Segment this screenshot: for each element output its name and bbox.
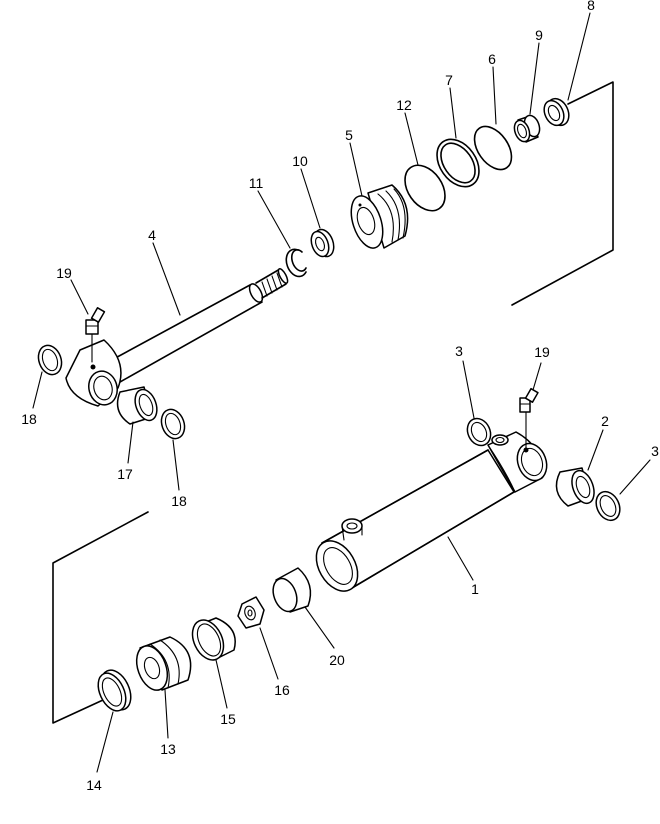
dust-seal-8 (543, 97, 570, 127)
ring-part-10 (310, 228, 335, 258)
grease-fitting-rod-end (85, 307, 106, 363)
callout-20: 20 (329, 652, 345, 668)
grease-fitting-cylinder (519, 387, 539, 451)
callout-3: 3 (455, 343, 463, 359)
callout-12: 12 (396, 97, 412, 113)
seal-18-lower (160, 408, 186, 440)
bracket-line-lower (52, 511, 149, 724)
bushing-2 (555, 467, 595, 507)
o-ring-6 (473, 125, 513, 171)
spacer-20 (272, 567, 312, 613)
callout-7: 7 (445, 72, 453, 88)
callout-8: 8 (587, 0, 595, 13)
callout-19: 19 (56, 265, 72, 281)
seal-3-lower (595, 490, 621, 522)
bracket-line-upper (511, 81, 614, 306)
piston-rod (65, 268, 289, 407)
bushing-9 (513, 114, 541, 143)
callout-15: 15 (220, 711, 236, 727)
o-ring-12 (404, 164, 446, 212)
wear-ring-15 (191, 617, 236, 661)
seal-3-upper (466, 417, 492, 447)
callout-3: 3 (651, 443, 659, 459)
piston-13 (135, 636, 192, 691)
callout-6: 6 (488, 51, 496, 67)
callout-13: 13 (160, 741, 176, 757)
snap-ring (285, 248, 307, 278)
leader-lines (32, 12, 651, 773)
nut-16 (237, 596, 265, 629)
callout-4: 4 (148, 227, 156, 243)
seal-18-upper (37, 344, 63, 376)
callout-16: 16 (274, 682, 290, 698)
callout-9: 9 (535, 27, 543, 43)
bushing-17 (116, 386, 158, 425)
callout-19: 19 (534, 344, 550, 360)
callout-2: 2 (601, 413, 609, 429)
callout-17: 17 (117, 466, 133, 482)
piston-seal-14 (97, 669, 132, 712)
backup-ring-7 (436, 138, 480, 188)
cylinder-tube (315, 431, 548, 592)
callout-18: 18 (21, 411, 37, 427)
callout-1: 1 (471, 581, 479, 597)
callout-5: 5 (345, 127, 353, 143)
callout-14: 14 (86, 777, 102, 793)
callout-18: 18 (171, 493, 187, 509)
callout-10: 10 (292, 153, 308, 169)
callout-11: 11 (249, 175, 264, 191)
cylinder-head (350, 184, 409, 249)
